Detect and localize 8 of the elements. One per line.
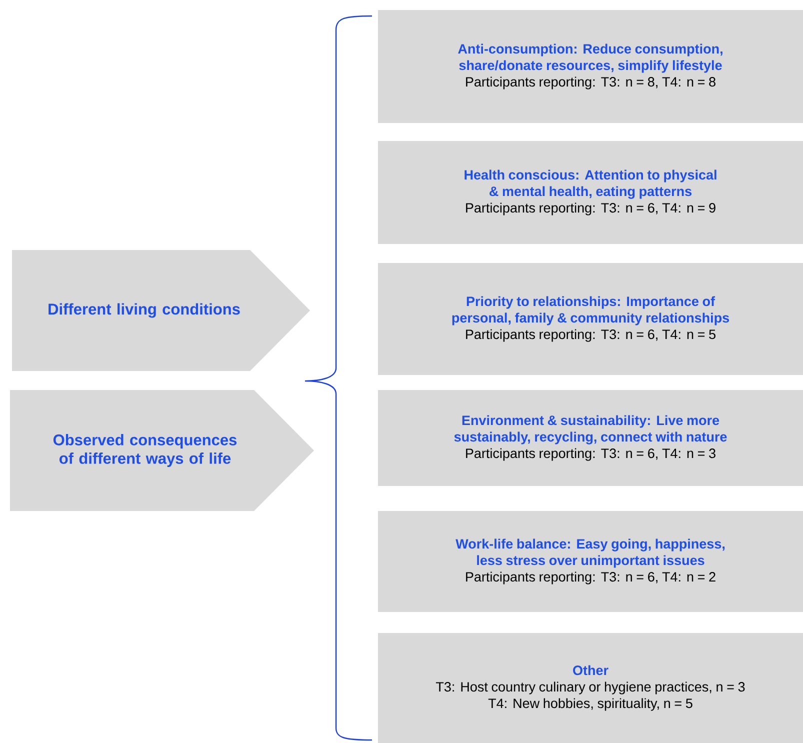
arrow-box: Observed consequences of different ways of life bbox=[10, 390, 314, 511]
category-box: Priority to relationships: Importance of personal, family & community relationships Participants reporting: T3: n = 6, T4: n = 5 bbox=[378, 263, 803, 375]
category-box: Work-life balance: Easy going, happiness, less stress over unimportant issues Participants reporting: T3: n = 6, T4: n = 2 bbox=[378, 511, 803, 612]
category-box: Environment & sustainability: Live more sustainably, recycling, connect with nature Participants reporting: T3: n = 6, T4: n = 3 bbox=[378, 390, 803, 486]
arrow-box: Different living conditions bbox=[12, 250, 310, 371]
category-box: Anti-consumption: Reduce consumption, share/donate resources, simplify lifestyle Participants reporting: T3: n = 8, T4: n = 8 bbox=[378, 10, 803, 123]
category-box: Other T3: Host country culinary or hygiene practices, n = 3 T4: New hobbies, spirituality, n = 5 bbox=[378, 633, 803, 743]
category-box: Health conscious: Attention to physical & mental health, eating patterns Participants reporting: T3: n = 6, T4: n = 9 bbox=[378, 141, 803, 244]
